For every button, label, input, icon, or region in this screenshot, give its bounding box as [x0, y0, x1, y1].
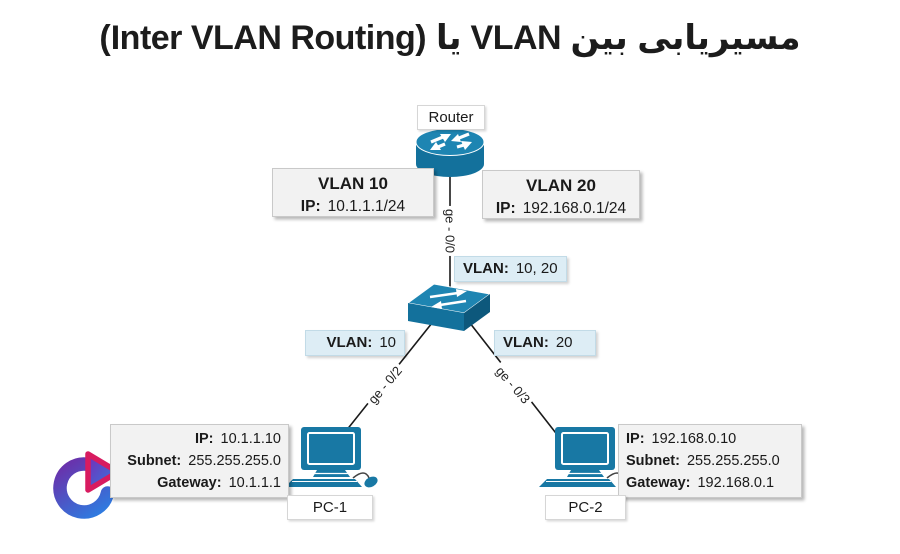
vlan20-ip: IP:192.168.0.1/24 [495, 200, 627, 217]
pc1-gateway-row: Gateway:10.1.1.1 [157, 475, 281, 491]
pc2-subnet-row: Subnet:255.255.255.0 [626, 453, 780, 469]
pc2-icon [539, 427, 632, 488]
pc1-config-box: IP:10.1.1.10 Subnet:255.255.255.0 Gatewa… [110, 424, 289, 498]
pc2-config-box: IP:192.168.0.10 Subnet:255.255.255.0 Gat… [618, 424, 802, 498]
router-label: Router [417, 105, 485, 130]
pc2-label: PC-2 [545, 495, 626, 520]
vlan10-title: VLAN 10 [318, 174, 388, 193]
pc1-ip-row: IP:10.1.1.10 [194, 431, 281, 447]
vlan20-title: VLAN 20 [526, 176, 596, 195]
vlan20-info-box: VLAN 20 IP:192.168.0.1/24 [482, 170, 640, 219]
pc2-ip-row: IP:192.168.0.10 [626, 431, 737, 447]
trunk-vlan-tag: VLAN:10, 20 [454, 256, 567, 282]
access-vlan-tag-pc1: VLAN:10 [305, 330, 405, 356]
pc2-gateway-row: Gateway:192.168.0.1 [626, 475, 775, 491]
page-title: مسیریابی بین VLAN یا (Inter VLAN Routing… [99, 19, 801, 57]
play-logo-icon [53, 451, 121, 519]
switch-icon [406, 283, 492, 331]
interface-label-ge00: ge - 0/0 [442, 205, 458, 257]
pc1-subnet-row: Subnet:255.255.255.0 [127, 453, 281, 469]
pc1-icon [285, 427, 378, 488]
vlan10-info-box: VLAN 10 IP:10.1.1.1/24 [272, 168, 434, 217]
access-vlan-tag-pc2: VLAN:20 [494, 330, 596, 356]
pc1-label: PC-1 [287, 495, 373, 520]
vlan10-ip: IP:10.1.1.1/24 [300, 198, 406, 215]
